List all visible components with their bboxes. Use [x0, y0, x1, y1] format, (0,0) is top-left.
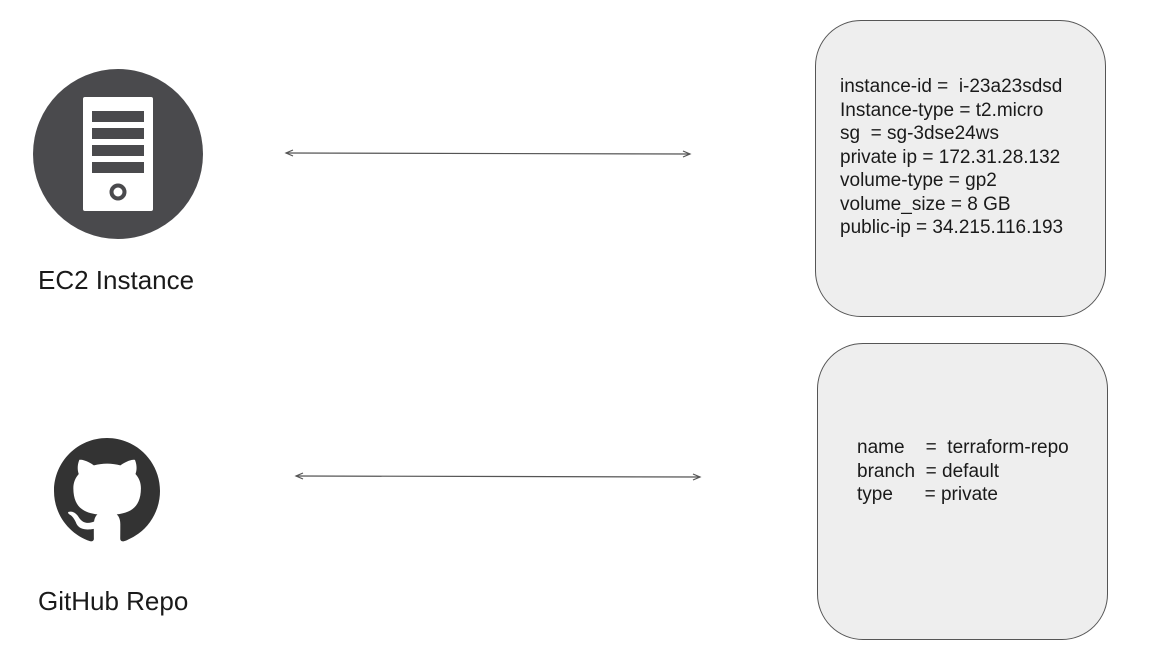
github-repo-type: type = private [857, 484, 998, 505]
github-bidirectional-arrow [294, 472, 702, 481]
ec2-security-group: sg = sg-3dse24ws [840, 123, 999, 144]
github-repo-label: GitHub Repo [38, 586, 189, 616]
ec2-bidirectional-arrow [284, 149, 692, 158]
ec2-private-ip: private ip = 172.31.28.132 [840, 146, 1061, 168]
github-icon [54, 438, 160, 542]
github-repo-name: name = terraform-repo [857, 437, 1069, 458]
ec2-public-ip: public-ip = 34.215.116.193 [840, 217, 1064, 238]
ec2-instance-type: Instance-type = t2.micro [840, 99, 1044, 121]
ec2-volume-size: volume_size = 8 GB [840, 193, 1011, 215]
ec2-instance-id: instance-id = i-23a23sdsd [840, 76, 1063, 97]
ec2-details-box: instance-id = i-23a23sdsd Instance-type … [815, 20, 1106, 317]
ec2-volume-type: volume-type = gp2 [840, 170, 997, 191]
github-details-box: name = terraform-repo branch = default t… [817, 343, 1108, 640]
github-repo-branch: branch = default [857, 460, 1000, 482]
server-icon [33, 69, 203, 239]
ec2-instance-label: EC2 Instance [38, 265, 195, 295]
